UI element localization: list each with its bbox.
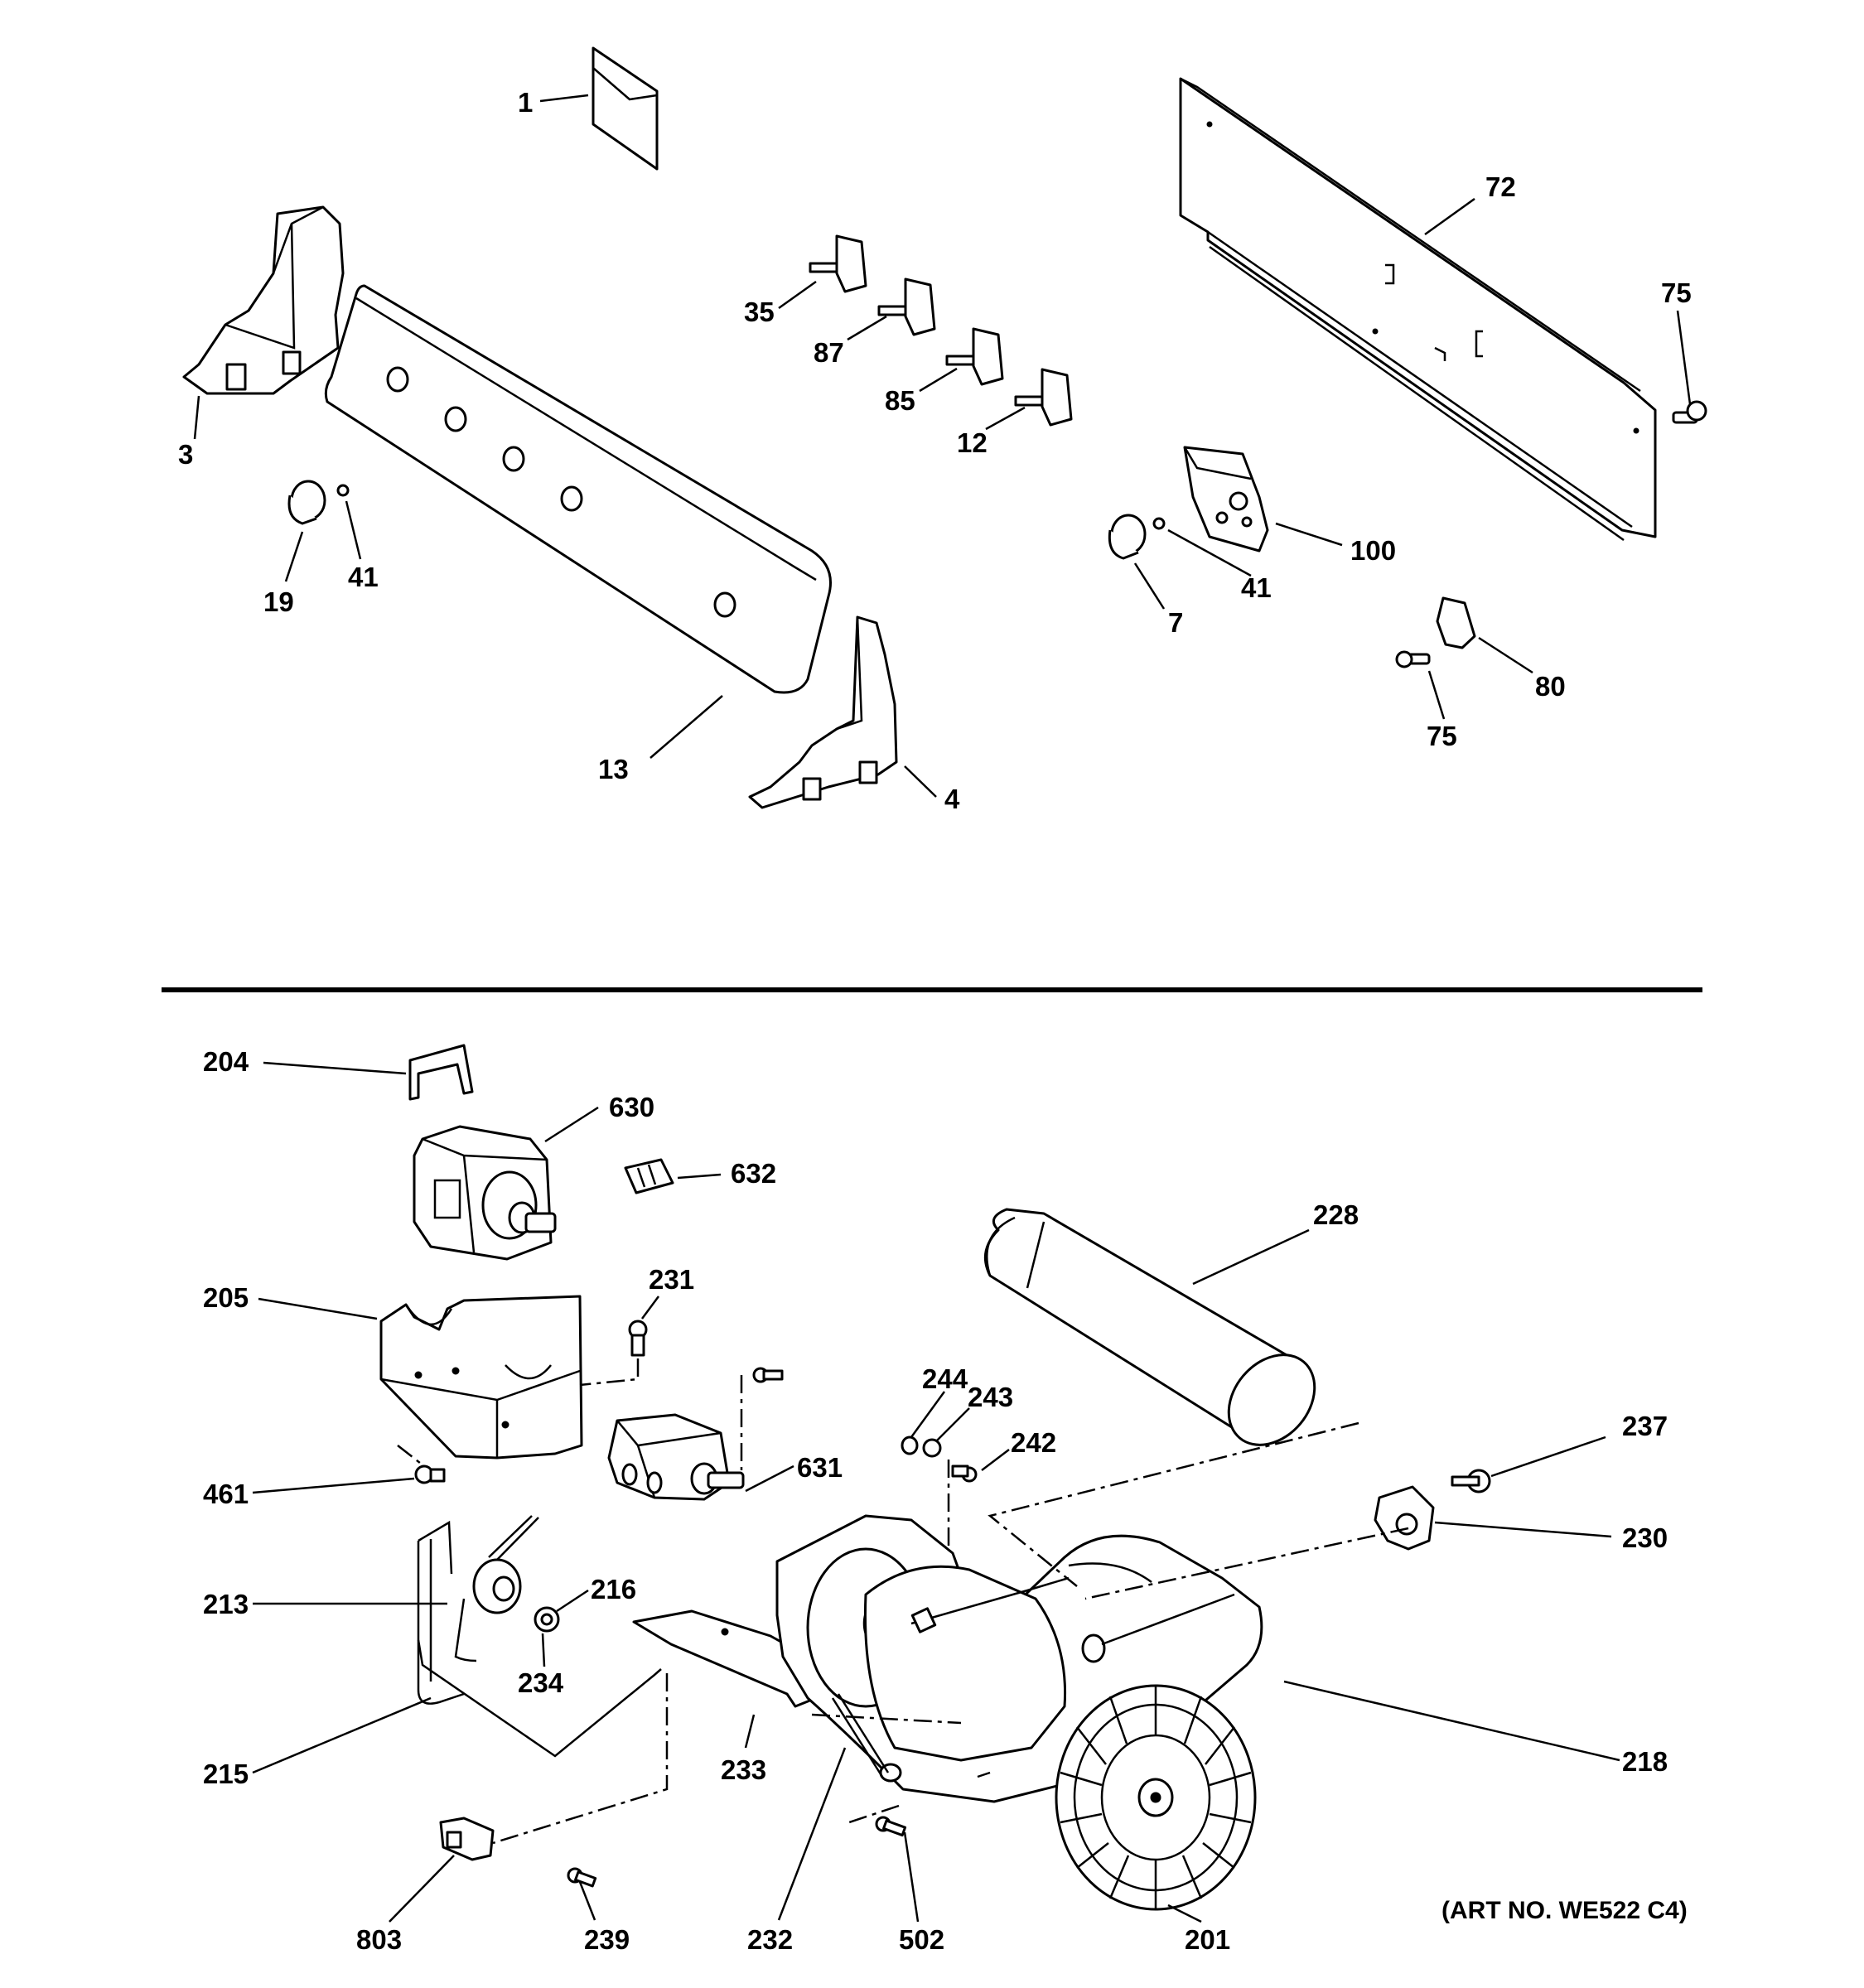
label-part-502: 502 (899, 1924, 945, 1955)
part-461-screw (414, 1464, 446, 1484)
upper-leader-lines (193, 94, 1692, 798)
part-12-switch (1014, 368, 1073, 427)
label-part-243: 243 (968, 1382, 1014, 1412)
label-part-215: 215 (203, 1759, 249, 1789)
label-part-80: 80 (1535, 671, 1566, 702)
art-number: (ART NO. WE522 C4) (1441, 1897, 1688, 1924)
part-75-screw-lower (1395, 650, 1431, 668)
part-237-screw (1451, 1469, 1491, 1493)
label-part-242: 242 (1011, 1427, 1057, 1458)
part-215-spring (417, 1639, 662, 1758)
part-244-nut (901, 1436, 919, 1455)
label-part-85: 85 (885, 385, 915, 416)
alignment-lines (397, 1358, 1409, 1845)
screw-631-mount (752, 1367, 784, 1383)
label-part-213: 213 (203, 1589, 249, 1619)
part-3-end-cap-left (182, 205, 345, 395)
part-1-envelope (592, 46, 659, 171)
label-part-201: 201 (1185, 1924, 1231, 1955)
label-part-239: 239 (584, 1924, 630, 1955)
part-41-clip-left (336, 484, 350, 497)
label-part-231: 231 (649, 1264, 695, 1295)
label-part-234: 234 (518, 1667, 564, 1698)
part-502-screw (875, 1816, 907, 1837)
label-part-35: 35 (744, 297, 775, 327)
part-228-exhaust-duct (983, 1208, 1316, 1446)
part-75-screw-upper (1672, 400, 1707, 424)
part-230-thermostat (1374, 1485, 1435, 1551)
part-100-timer (1183, 446, 1269, 552)
part-87-switch (877, 277, 936, 336)
label-part-632: 632 (731, 1158, 777, 1189)
label-part-230: 230 (1622, 1522, 1668, 1553)
label-part-3: 3 (178, 439, 194, 470)
part-80-bracket (1436, 596, 1476, 649)
label-part-631: 631 (797, 1452, 843, 1483)
label-part-19: 19 (263, 586, 294, 617)
label-part-228: 228 (1313, 1199, 1359, 1230)
label-part-41: 41 (348, 562, 379, 592)
label-part-237: 237 (1622, 1411, 1668, 1441)
label-part-7: 7 (1168, 607, 1184, 638)
part-19-knob (287, 480, 326, 525)
part-35-switch (809, 234, 867, 293)
part-4-end-cap-right (748, 615, 898, 809)
part-7-knob (1108, 514, 1147, 560)
label-part-4: 4 (944, 784, 960, 814)
label-part-41b: 41 (1241, 572, 1272, 603)
part-232-screw-long (831, 1693, 890, 1778)
part-201-blower-wheel (1055, 1684, 1257, 1911)
label-part-803: 803 (356, 1924, 403, 1955)
part-243-washer (922, 1438, 942, 1458)
label-part-205: 205 (203, 1282, 249, 1313)
part-239-screw (567, 1867, 597, 1888)
part-630-drive-motor (413, 1125, 557, 1261)
label-part-216: 216 (591, 1574, 637, 1604)
label-part-72: 72 (1485, 171, 1516, 202)
label-part-218: 218 (1622, 1746, 1668, 1777)
label-part-12: 12 (957, 427, 988, 458)
part-72-backsplash-panel (1179, 77, 1657, 542)
part-205-motor-bracket (379, 1295, 583, 1460)
part-632-connector (624, 1158, 674, 1194)
part-204-clip (408, 1044, 474, 1101)
label-part-100: 100 (1350, 535, 1397, 566)
part-631-motor-switch (607, 1413, 745, 1501)
label-part-1: 1 (518, 87, 534, 118)
label-part-461: 461 (203, 1479, 249, 1509)
label-part-75b: 75 (1427, 721, 1457, 751)
label-part-232: 232 (747, 1924, 794, 1955)
part-85-switch (945, 327, 1004, 386)
label-part-244: 244 (922, 1363, 968, 1394)
part-242-screw (951, 1464, 978, 1483)
part-231-screw (628, 1320, 648, 1357)
label-part-75: 75 (1661, 277, 1692, 308)
part-13-control-panel (324, 284, 832, 694)
part-216-retainer (540, 1613, 553, 1626)
label-part-204: 204 (203, 1046, 249, 1077)
part-41-clip-right (1152, 517, 1166, 530)
lower-leader-lines (252, 1061, 1620, 1923)
part-803-door-switch (439, 1817, 495, 1861)
label-part-87: 87 (814, 337, 844, 368)
label-part-13: 13 (598, 754, 629, 784)
label-part-630: 630 (609, 1092, 655, 1122)
label-part-233: 233 (721, 1754, 767, 1785)
